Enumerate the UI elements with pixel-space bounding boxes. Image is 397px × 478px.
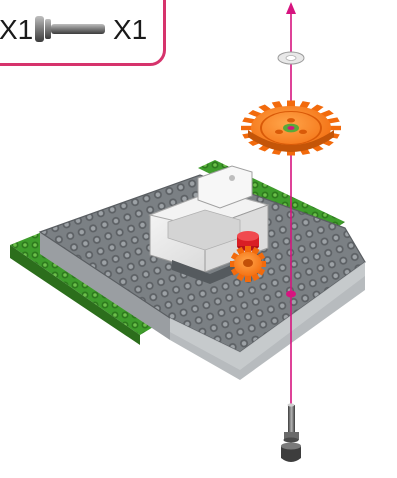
axle-pin [281, 403, 301, 462]
large-orange-gear [241, 101, 341, 156]
washer-icon [278, 52, 304, 64]
